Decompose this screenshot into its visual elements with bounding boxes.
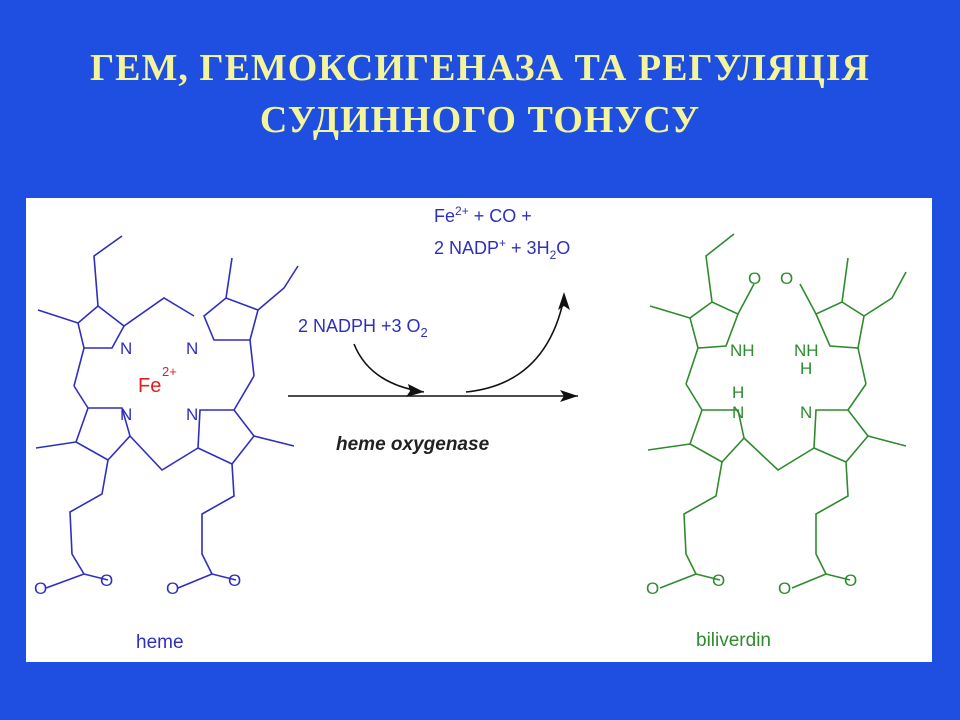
bv-o3: O (646, 579, 659, 598)
out2-b: + 3H (506, 238, 550, 258)
heme-iron: Fe (138, 375, 161, 397)
heme-o4: O (228, 571, 241, 590)
bv-h2: H (800, 359, 812, 378)
title-line-1: ГЕМ, ГЕМОКСИГЕНАЗА ТА РЕГУЛЯЦІЯ (89, 47, 871, 89)
heme-structure (35, 235, 299, 589)
enzyme-label: heme oxygenase (336, 434, 490, 455)
out1-a: Fe (434, 206, 455, 226)
heme-o2: O (100, 571, 113, 590)
heme-n2: N (186, 339, 198, 358)
bv-o4: O (712, 571, 725, 590)
bv-nh1: NH (730, 341, 755, 360)
biliverdin-structure (647, 233, 907, 589)
out2-a: 2 NADP (434, 238, 499, 258)
reaction-diagram: N N N N Fe 2+ O O O O heme 2 NADPH +3 O2… (34, 204, 907, 653)
inputs-sub: 2 (421, 325, 428, 340)
reaction-arrows (288, 292, 578, 402)
biliverdin-label: biliverdin (696, 630, 771, 651)
bv-o5: O (778, 579, 791, 598)
out1-sup: 2+ (455, 204, 469, 218)
out1-b: + CO + (469, 206, 532, 226)
slide-title: ГЕМ, ГЕМОКСИГЕНАЗА ТА РЕГУЛЯЦІЯ СУДИННОГ… (0, 42, 960, 146)
heme-n1: N (120, 339, 132, 358)
reaction-panel: N N N N Fe 2+ O O O O heme 2 NADPH +3 O2… (26, 198, 932, 662)
bv-n4: N (800, 403, 812, 422)
heme-o3: O (166, 579, 179, 598)
out2-c: O (556, 238, 570, 258)
title-line-2: СУДИННОГО ТОНУСУ (259, 99, 701, 141)
heme-n3: N (120, 405, 132, 424)
out2-sub: 2 (550, 248, 557, 262)
heme-label: heme (136, 632, 184, 653)
bv-o6: O (844, 571, 857, 590)
out2-sup: + (499, 236, 506, 250)
bv-o2: O (780, 269, 793, 288)
heme-iron-charge: 2+ (162, 364, 177, 379)
inputs-text: 2 NADPH +3 O (298, 316, 421, 336)
heme-o1: O (34, 579, 47, 598)
bv-n3: N (732, 403, 744, 422)
bv-o1: O (748, 269, 761, 288)
heme-n4: N (186, 405, 198, 424)
bv-h3: H (732, 383, 744, 402)
reaction-inputs: 2 NADPH +3 O2 (298, 316, 428, 340)
outputs-line-2: 2 NADP+ + 3H2O (434, 236, 570, 262)
outputs-line-1: Fe2+ + CO + (434, 204, 532, 226)
bv-nh2: NH (794, 341, 819, 360)
